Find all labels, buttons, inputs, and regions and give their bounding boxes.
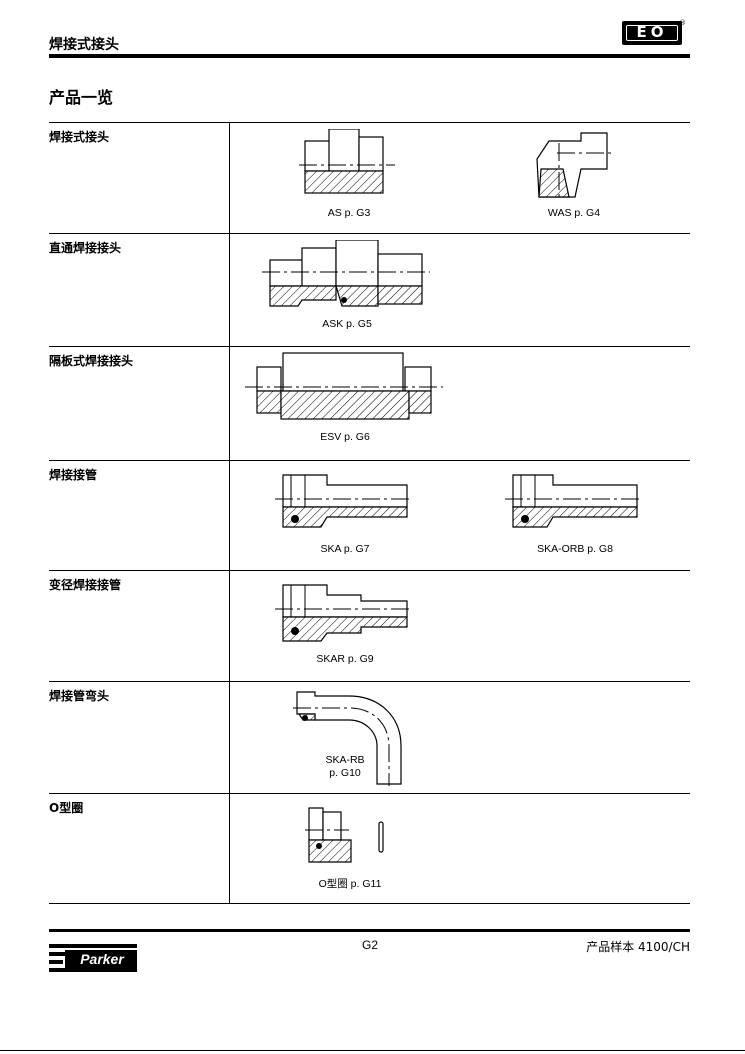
row-label: 隔板式焊接接头 <box>49 354 134 368</box>
ask-fitting-drawing <box>262 240 432 312</box>
table-bottom-rule <box>49 903 690 904</box>
eo-logo: EO ® <box>622 19 686 47</box>
footer-rule <box>49 929 690 932</box>
ska-fitting-drawing <box>275 469 415 535</box>
table-row: 直通焊接接头 ASK p. G5 <box>49 233 690 347</box>
esv-fitting-drawing <box>245 351 445 423</box>
column-divider <box>229 234 230 347</box>
row-label: 变径焊接接管 <box>49 578 122 592</box>
caption-ska: SKA p. G7 <box>320 543 370 555</box>
row-label: 焊接管弯头 <box>49 689 110 703</box>
caption-ska-rb-line1: SKA-RB <box>325 754 365 766</box>
caption-ska-rb-line2: p. G10 <box>329 767 361 779</box>
as-fitting-drawing <box>299 129 399 199</box>
page-number: G2 <box>362 938 379 952</box>
row-label: 焊接式接头 <box>49 130 110 144</box>
column-divider <box>229 571 230 682</box>
header-rule <box>49 54 690 58</box>
logo-registered-mark: ® <box>679 19 686 27</box>
was-fitting-drawing <box>529 129 619 199</box>
row-label: O型圈 <box>49 801 84 815</box>
table-row: 焊接式接头 AS p. G3 WAS p. G4 <box>49 122 690 234</box>
table-row: O型圈 O型圈 p. G11 <box>49 793 690 904</box>
skar-fitting-drawing <box>275 579 415 645</box>
row-label: 直通焊接接头 <box>49 241 122 255</box>
caption-skar: SKAR p. G9 <box>316 653 374 665</box>
caption-o-ring: O型圈 p. G11 <box>318 878 382 890</box>
column-divider <box>229 794 230 904</box>
row-label: 焊接接管 <box>49 468 98 482</box>
table-row: 隔板式焊接接头 ESV p. G6 <box>49 346 690 461</box>
caption-ska-orb: SKA-ORB p. G8 <box>537 543 613 555</box>
table-row: 焊接接管 SKA p. G7 SKA-ORB p. G8 <box>49 460 690 571</box>
caption-was: WAS p. G4 <box>547 207 601 219</box>
o-ring-drawing <box>303 802 393 872</box>
ska-orb-fitting-drawing <box>505 469 645 535</box>
caption-as: AS p. G3 <box>327 207 371 219</box>
table-row: 变径焊接接管 SKAR p. G9 <box>49 570 690 682</box>
catalog-number: 产品样本 4100/CH <box>586 940 690 954</box>
column-divider <box>229 682 230 794</box>
column-divider <box>229 347 230 461</box>
caption-ask: ASK p. G5 <box>322 318 372 330</box>
parker-logo: Parker <box>49 940 137 974</box>
page-bottom-edge <box>0 1050 745 1051</box>
column-divider <box>229 123 230 234</box>
section-title: 产品一览 <box>49 88 114 107</box>
header-title: 焊接式接头 <box>49 37 119 53</box>
ska-rb-fitting-drawing <box>293 686 413 786</box>
parker-logo-text: Parker <box>80 951 124 967</box>
logo-text: EO <box>636 23 668 41</box>
table-row: 焊接管弯头 SKA-RB p. G10 <box>49 681 690 794</box>
column-divider <box>229 461 230 571</box>
caption-esv: ESV p. G6 <box>320 431 370 443</box>
